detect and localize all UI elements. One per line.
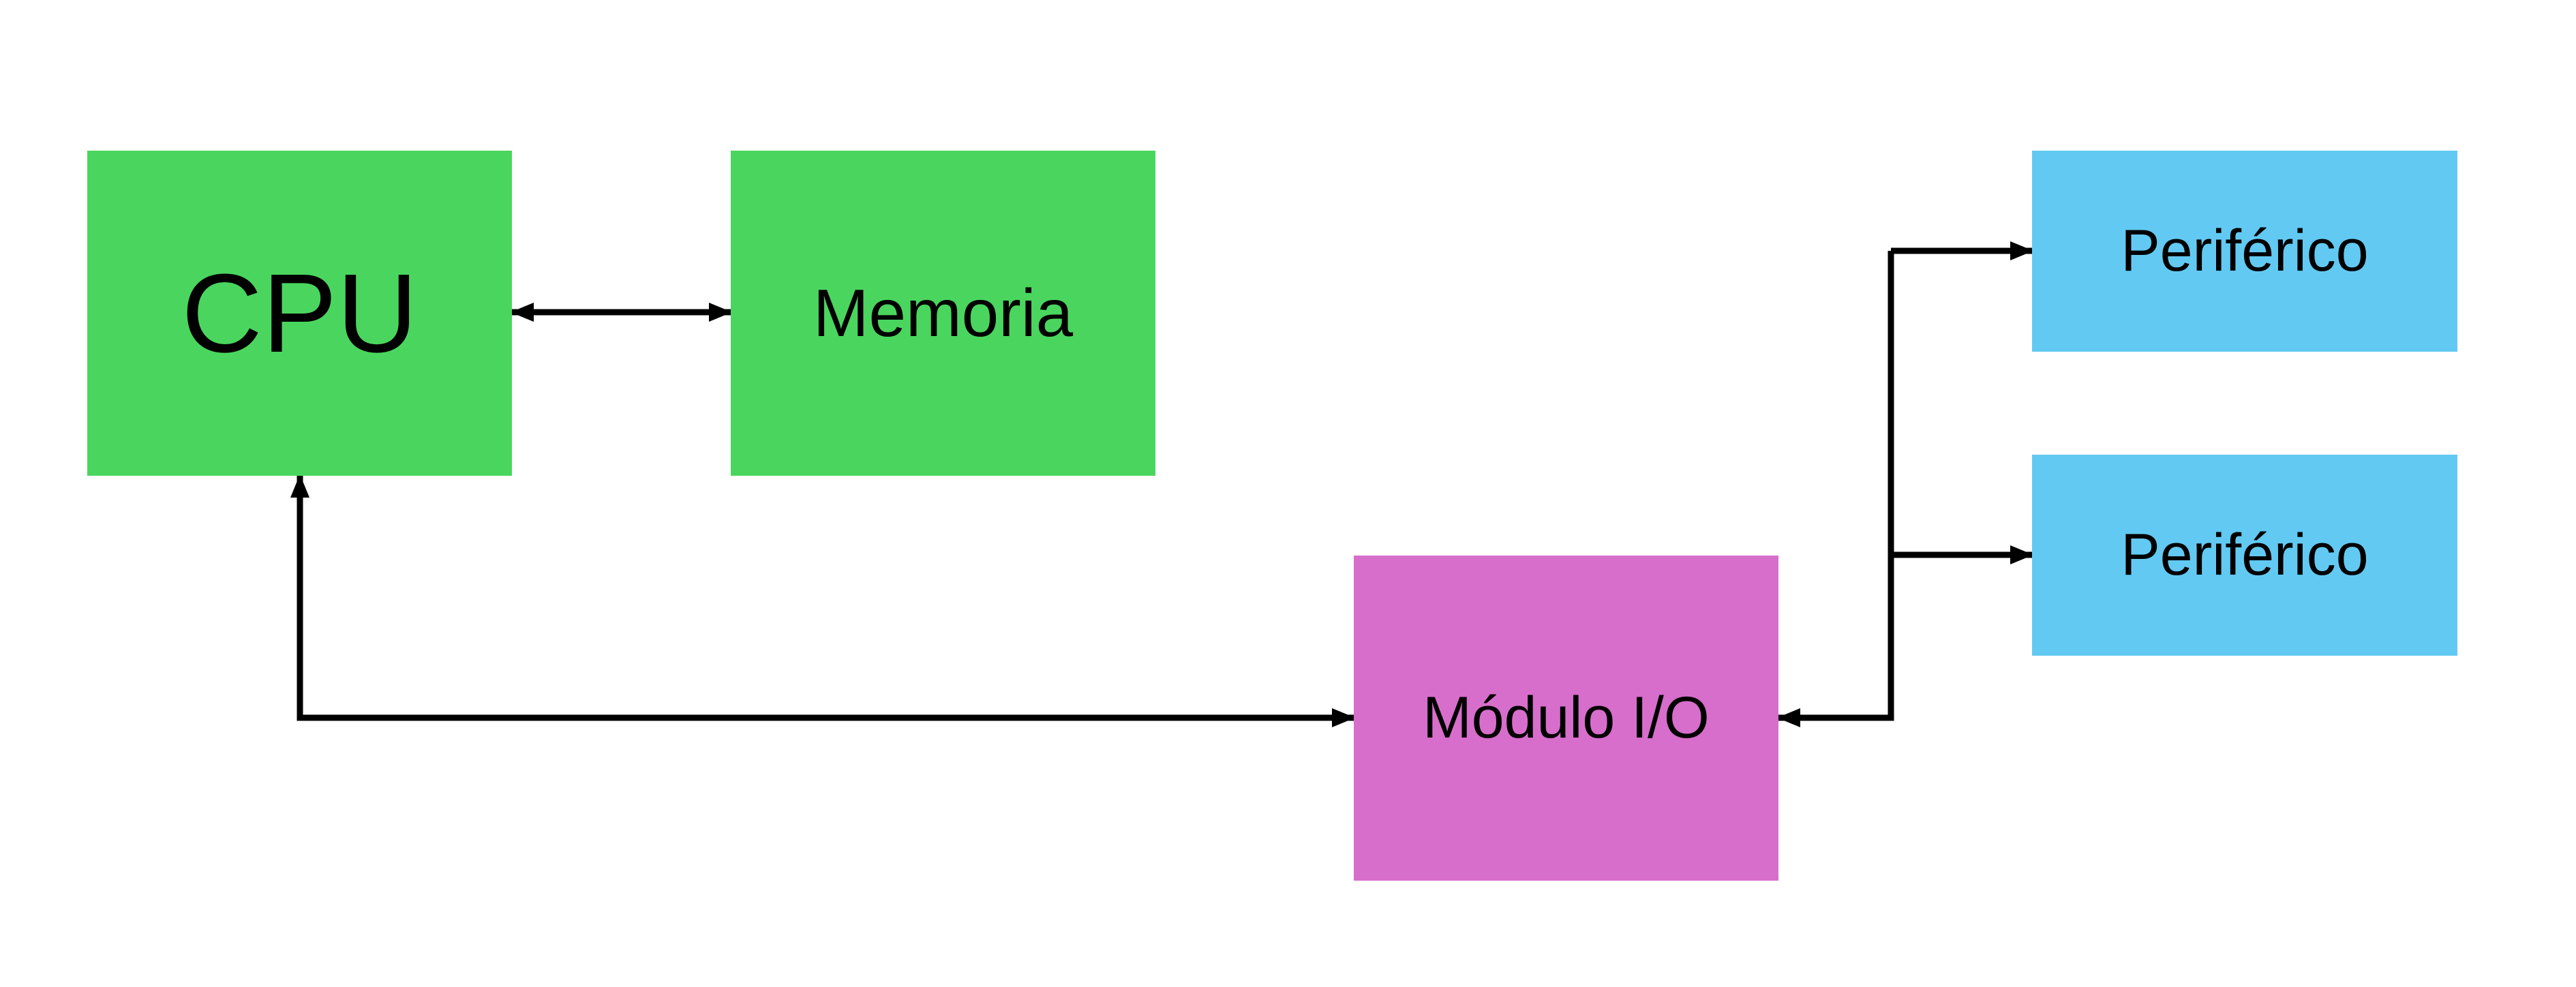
- memoria-node: Memoria: [731, 151, 1155, 476]
- periferico-node-1: Periférico: [2032, 151, 2457, 352]
- periferico-node-2: Periférico: [2032, 455, 2457, 656]
- modulo-io-node-label: Módulo I/O: [1423, 685, 1710, 750]
- memoria-node-label: Memoria: [813, 275, 1074, 350]
- periferico-node-2-label: Periférico: [2121, 522, 2369, 588]
- periferico-node-1-label: Periférico: [2121, 218, 2369, 284]
- edge-cpu-modulo-io: [290, 474, 1355, 727]
- cpu-node-label: CPU: [181, 250, 418, 376]
- cpu-node: CPU: [87, 151, 512, 476]
- modulo-io-node: Módulo I/O: [1354, 556, 1778, 881]
- edge-modulo-io-bus: [1777, 251, 1894, 727]
